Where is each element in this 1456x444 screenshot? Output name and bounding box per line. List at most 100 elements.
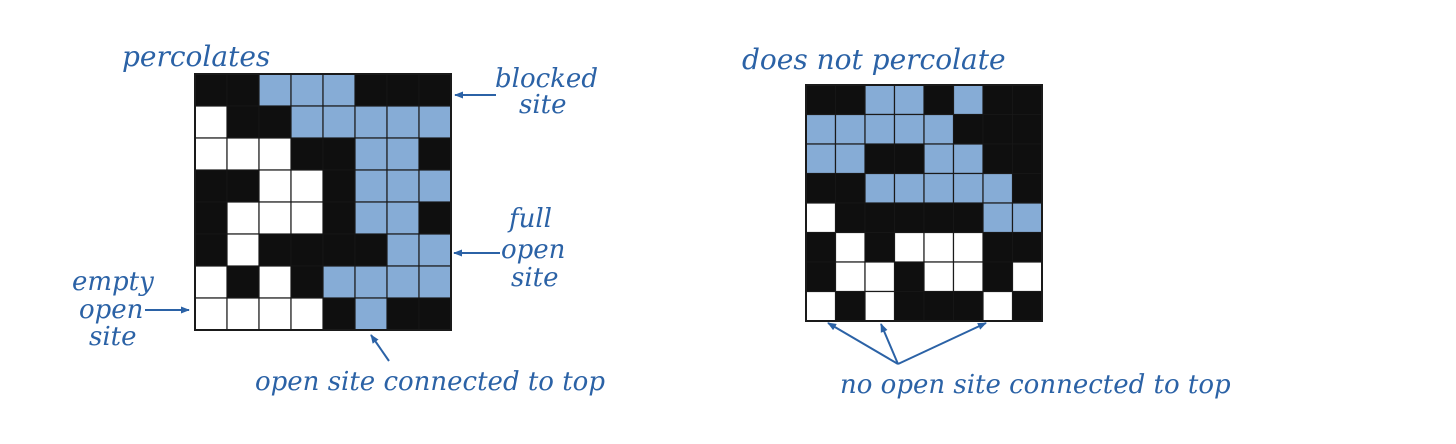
blocked-site-cell [835, 84, 866, 115]
full-open-site-cell [386, 265, 420, 299]
full-open-site-cell [864, 84, 896, 116]
blocked-site-cell [894, 143, 925, 174]
blocked-site-cell [923, 202, 954, 233]
full-open-site-cell [805, 113, 837, 145]
blocked-site-cell [835, 291, 866, 322]
right-panel: does not percolate no open site connecte… [742, 43, 1231, 400]
empty-open-site-cell [952, 231, 984, 263]
left-title: percolates [122, 40, 270, 73]
blocked-site-cell [894, 291, 925, 322]
grid-border [194, 73, 452, 331]
blocked-site-cell [805, 173, 836, 204]
full-open-site-cell [864, 113, 896, 145]
blocked-site-cell [322, 137, 356, 171]
blocked-site-cell [418, 297, 452, 331]
right-grid [805, 84, 1043, 322]
blocked-site-cell [226, 105, 260, 139]
blocked-site-cell [418, 73, 452, 107]
blocked-site-cell [290, 265, 324, 299]
blocked-site-cell [835, 173, 866, 204]
blocked-site-cell [894, 202, 925, 233]
blocked-site-cell [194, 201, 228, 235]
full-open-site-label-line3: site [511, 263, 559, 293]
blocked-site-cell [982, 232, 1013, 263]
empty-open-site-cell [834, 261, 866, 293]
full-open-site-cell [386, 169, 420, 203]
full-open-site-cell [290, 105, 324, 139]
full-open-site-cell [893, 113, 925, 145]
blocked-site-cell [923, 291, 954, 322]
empty-open-site-cell [290, 201, 324, 235]
blocked-site-cell [322, 233, 356, 267]
empty-open-site-cell [864, 261, 896, 293]
full-open-site-cell [418, 265, 452, 299]
full-open-site-cell [923, 172, 955, 204]
blocked-site-cell [290, 233, 324, 267]
empty-open-site-cell [982, 290, 1014, 322]
empty-open-site-cell [194, 105, 228, 139]
blocked-site-cell [354, 233, 388, 267]
blocked-site-cell [386, 297, 420, 331]
full-open-site-cell [386, 201, 420, 235]
empty-open-site-cell [226, 233, 260, 267]
empty-open-site-cell [258, 201, 292, 235]
grid-border [805, 84, 1043, 322]
blocked-site-cell [1012, 84, 1043, 115]
full-open-site-cell [322, 265, 356, 299]
full-open-site-cell [952, 84, 984, 116]
empty-open-site-label-line1: empty [72, 267, 154, 297]
empty-open-site-label-line3: site [89, 322, 137, 352]
blocked-site-cell [953, 114, 984, 145]
blocked-site-cell [194, 73, 228, 107]
full-open-site-cell [418, 105, 452, 139]
blocked-site-cell [194, 233, 228, 267]
empty-open-site-cell [290, 297, 324, 331]
empty-open-site-cell [805, 290, 837, 322]
blocked-site-cell [805, 84, 836, 115]
blocked-site-cell [290, 137, 324, 171]
full-open-site-cell [952, 172, 984, 204]
full-open-site-cell [893, 172, 925, 204]
no-open-site-arrow-left [827, 322, 899, 365]
empty-open-site-cell [226, 137, 260, 171]
blocked-site-cell [923, 84, 954, 115]
blocked-site-cell [1012, 143, 1043, 174]
open-site-connected-label: open site connected to top [255, 367, 605, 397]
blocked-site-label-line2: site [519, 90, 567, 120]
full-open-site-cell [952, 143, 984, 175]
full-open-site-cell [923, 143, 955, 175]
empty-open-site-cell [805, 202, 837, 234]
blocked-site-cell [226, 169, 260, 203]
no-open-site-arrow-right [897, 322, 987, 365]
full-open-site-cell [386, 105, 420, 139]
empty-open-site-label-line2: open [79, 295, 143, 325]
blocked-site-cell [864, 202, 895, 233]
blocked-site-cell [258, 233, 292, 267]
blocked-site-cell [1012, 173, 1043, 204]
full-open-site-cell [923, 113, 955, 145]
blocked-site-cell [386, 73, 420, 107]
full-open-site-cell [805, 143, 837, 175]
blocked-site-cell [982, 261, 1013, 292]
empty-open-site-cell [258, 265, 292, 299]
blocked-site-label-line1: blocked [495, 64, 598, 94]
empty-open-site-cell [834, 231, 866, 263]
blocked-site-cell [864, 232, 895, 263]
blocked-site-cell [894, 261, 925, 292]
full-open-site-cell [290, 73, 324, 107]
empty-open-site-cell [194, 265, 228, 299]
blocked-site-cell [322, 169, 356, 203]
full-open-site-cell [1011, 202, 1043, 234]
no-open-site-label: no open site connected to top [840, 370, 1231, 400]
left-grid [194, 73, 452, 331]
full-open-site-cell [354, 201, 388, 235]
blocked-site-cell [953, 202, 984, 233]
right-title: does not percolate [742, 43, 1006, 76]
blocked-site-cell [1012, 291, 1043, 322]
full-open-site-cell [322, 73, 356, 107]
full-open-site-cell [864, 172, 896, 204]
blocked-site-cell [805, 232, 836, 263]
blocked-site-cell [982, 114, 1013, 145]
full-open-site-cell [322, 105, 356, 139]
blocked-site-cell [226, 73, 260, 107]
